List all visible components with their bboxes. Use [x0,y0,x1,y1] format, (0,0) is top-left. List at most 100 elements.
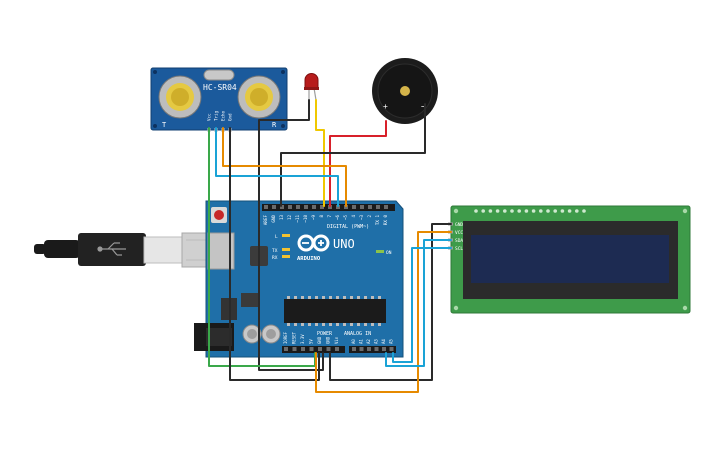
sensor-pin-label: Echo [221,110,226,121]
analog-pin-2[interactable] [367,347,371,351]
led-rx-indicator [282,255,290,258]
transmitter-transducer [158,75,202,119]
wire-led-yellow[interactable] [315,99,325,207]
analog-pin-0[interactable] [352,347,356,351]
power-pin-4[interactable] [318,347,322,351]
sensor-pin-label: Vcc [207,113,212,121]
power-pin-1[interactable] [292,347,297,351]
analog-pin-label: A3 [374,339,379,344]
chip-pin [315,296,318,299]
wire-lcd-vcc-orange[interactable] [315,231,452,393]
power-pin-2[interactable] [301,347,305,351]
atmega-chip [284,299,386,323]
digital-pin-5[interactable] [304,205,308,209]
lcd-pad [517,209,521,213]
lcd-pad [575,209,579,213]
lcd-pad [481,209,486,213]
digital-pin-label: TX 1 [375,215,380,226]
buzzer-minus: − [421,102,426,111]
wire-lcd-sda-blue[interactable] [385,239,452,367]
sensor-right-mark: R [272,121,277,129]
lcd-pad [503,209,507,213]
lcd-pad [582,209,586,213]
led-tx-indicator [282,248,290,251]
analog-label: ANALOG IN [344,331,371,337]
digital-pin-label: GND [271,215,276,223]
chip-pin [350,323,353,326]
digital-pin-11[interactable] [352,205,356,209]
digital-pin-0[interactable] [264,205,268,209]
wire-sensor-trig-blue[interactable] [215,127,339,207]
digital-pin-label: 12 [287,215,292,221]
power-pin-label: 3.3V [300,334,305,344]
wire-sensor-gnd-black[interactable] [229,127,320,381]
lcd-pad [474,209,478,213]
led-tx-label: TX [272,248,278,254]
digital-pin-3[interactable] [288,205,292,209]
wire-lcd-scl-blue[interactable] [392,247,452,363]
power-pin-label: IOREF [283,331,288,344]
lcd-pad [510,209,514,213]
chip-pin [315,323,318,326]
digital-pin-14[interactable] [376,205,380,209]
arduino-model: UNO [333,237,355,251]
wire-buzzer-black[interactable] [280,103,426,207]
digital-pin-7[interactable] [320,205,324,209]
digital-pin-label: ~5 [343,215,348,221]
digital-pin-4[interactable] [296,205,300,209]
wire-sensor-echo-orange[interactable] [222,127,347,207]
lcd-pin-label: SCL [455,246,463,252]
analog-pin-label: A1 [359,339,364,344]
chip-pin [308,323,311,326]
usb-cable [34,232,233,268]
digital-pin-label: 2 [367,215,372,218]
digital-pin-15[interactable] [384,205,388,209]
digital-pin-label: ~10 [303,215,308,223]
red-led[interactable] [304,73,319,101]
analog-pin-3[interactable] [374,347,379,351]
digital-pin-2[interactable] [280,205,284,209]
lcd-pad [553,209,557,213]
power-pin-3[interactable] [309,347,314,351]
chip-pin [371,296,374,299]
analog-pin-1[interactable] [359,347,364,351]
piezo-buzzer[interactable]: + − [372,58,438,124]
led-l-label: L [275,234,278,240]
digital-pin-12[interactable] [360,205,364,209]
arduino-brand: ARDUINO [297,256,321,262]
analog-pin-5[interactable] [389,347,394,351]
receiver-transducer [237,75,281,119]
wire-buzzer-red[interactable] [329,120,387,207]
sensor-model: HC-SR04 [203,83,237,92]
chip-pin [322,323,325,326]
analog-pin-label: A0 [351,339,356,344]
lcd-pin-label: VCC [455,230,463,236]
power-pin-5[interactable] [326,347,331,351]
chip-pin [294,323,297,326]
chip-pin [364,296,367,299]
digital-pin-6[interactable] [312,205,316,209]
digital-pin-label: RX 0 [383,215,388,226]
analog-pin-4[interactable] [382,347,386,351]
wire-led-black[interactable] [258,99,324,371]
chip-pin [322,296,325,299]
wire-lcd-gnd-black[interactable] [329,223,452,381]
arduino-uno-board[interactable]: UNO ARDUINO DIGITAL (PWM~) POWER ANALOG … [194,200,404,358]
digital-pin-13[interactable] [368,205,372,209]
sensor-pin-label: Gnd [228,113,233,121]
power-pin-label: Vin [334,336,339,344]
lcd-pad [495,209,500,213]
digital-pin-label: 7 [327,215,332,218]
digital-pin-label: 8 [319,215,324,218]
chip-pin [308,296,311,299]
digital-pin-label: AREF [263,215,268,226]
power-pin-0[interactable] [284,347,288,351]
chip-pin [371,323,374,326]
power-pin-6[interactable] [335,347,339,351]
digital-pin-1[interactable] [272,205,276,209]
led-rx-label: RX [272,255,278,261]
lcd-pad [524,209,529,213]
power-pin-label: GND [317,336,322,344]
